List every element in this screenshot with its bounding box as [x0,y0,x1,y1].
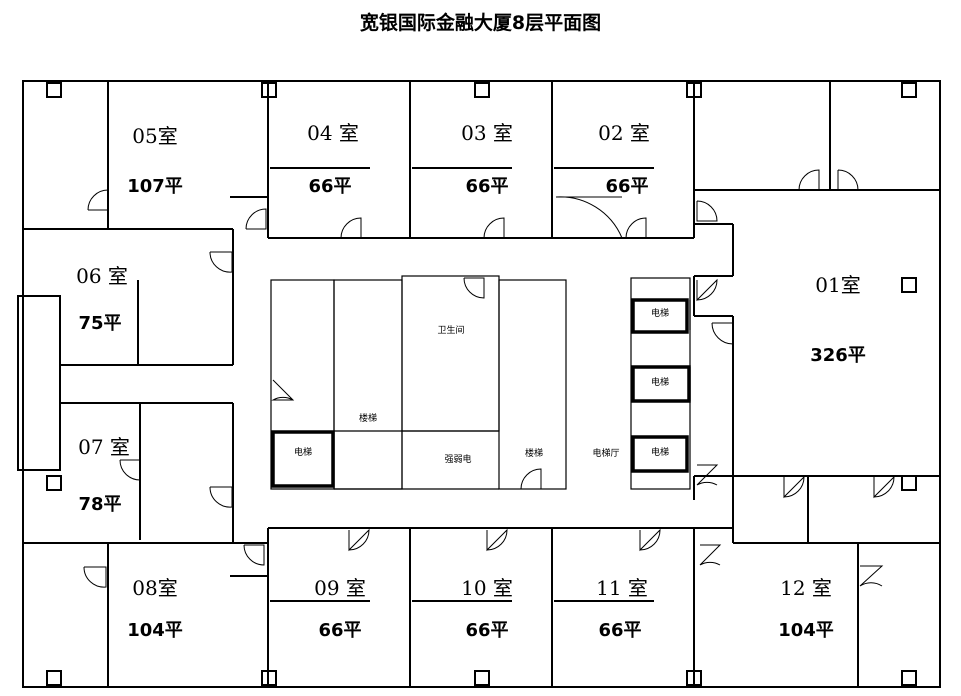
left-side-walls [23,238,268,544]
room-06-label: 06 室 [76,264,128,288]
outer-wall [22,80,941,688]
toilet-label: 卫生间 [437,324,464,336]
room-08-label: 08室 [132,576,177,600]
elevator-right-1-label: 电梯 [651,307,669,319]
room-06-area: 75平 [78,313,121,334]
room-03-area: 66平 [465,176,508,197]
room-10-area: 66平 [465,620,508,641]
room-08-area: 104平 [127,620,183,641]
room-07-label: 07 室 [78,435,130,459]
core-labels: 卫生间 楼梯 强弱电 楼梯 电梯厅 电梯 电梯 电梯 电梯 [294,307,669,465]
room-11-label: 11 室 [596,576,648,600]
room-04-area: 66平 [308,176,351,197]
elevator-right-3-label: 电梯 [651,446,669,458]
room-09-area: 66平 [318,620,361,641]
structural-columns [46,82,917,686]
room-09-label: 09 室 [314,576,366,600]
elevator-hall-label: 电梯厅 [592,447,619,459]
room-07-area: 78平 [78,494,121,515]
room-10-label: 10 室 [461,576,513,600]
bottom-row-walls [107,527,859,687]
electrical-room-label: 强弱电 [444,453,471,465]
central-core [270,275,691,490]
room-05-label: 05室 [132,124,177,148]
window-block [17,295,61,471]
room-12-label: 12 室 [780,576,832,600]
elevator-left-label: 电梯 [294,446,312,458]
room-03-label: 03 室 [461,121,513,145]
floor-plan-title: 宽银国际金融大厦8层平面图 [359,12,602,34]
room-11-area: 66平 [598,620,641,641]
room-01-area: 326平 [810,345,866,366]
room-labels: 05室 107平 04 室 66平 03 室 66平 02 室 66平 01室 … [76,121,866,641]
door-swings [83,169,895,588]
right-side-walls [693,223,940,544]
room-04-label: 04 室 [307,121,359,145]
stairs-right-label: 楼梯 [525,447,543,459]
room-02-area: 66平 [605,176,648,197]
top-row-walls [23,81,940,239]
room-12-area: 104平 [778,620,834,641]
room-01-label: 01室 [815,273,860,297]
room-02-label: 02 室 [598,121,650,145]
elevator-right-2-label: 电梯 [651,376,669,388]
room-05-area: 107平 [127,176,183,197]
stairs-left-label: 楼梯 [359,412,377,424]
